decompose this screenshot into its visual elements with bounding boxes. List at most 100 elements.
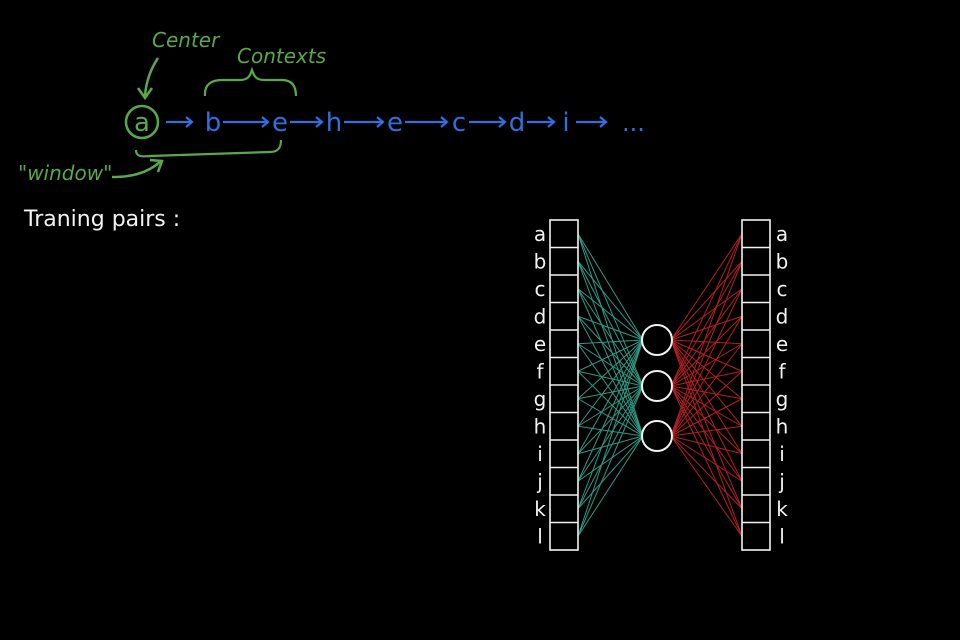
output-connection [670, 385, 743, 455]
input-connection [577, 343, 644, 387]
sequence-ellipsis: ... [622, 109, 645, 137]
output-layer-label: f [778, 359, 786, 383]
input-connection [577, 435, 644, 482]
output-connection [670, 339, 743, 427]
output-connection [670, 435, 743, 510]
output-connection [670, 288, 743, 387]
output-connection [670, 435, 743, 482]
output-connection [670, 385, 743, 537]
sequence-token: b [205, 108, 222, 138]
output-connection [670, 315, 743, 341]
window-arrow-head [149, 158, 164, 173]
sequence-arrow-head [547, 116, 556, 128]
input-connection [577, 339, 644, 482]
input-layer-label: c [535, 277, 546, 301]
output-connection [670, 385, 743, 482]
input-connection [577, 435, 644, 537]
input-connection [577, 339, 644, 400]
output-connection [670, 385, 743, 427]
sequence-token: h [326, 108, 342, 138]
training-pairs-label: Traning pairs : [23, 207, 180, 232]
input-connection [577, 425, 644, 437]
output-connection [670, 339, 743, 400]
output-layer-label: l [779, 524, 785, 548]
sequence-arrow-head [376, 116, 385, 128]
center-token: a [134, 108, 150, 138]
center-token-circle [124, 104, 160, 140]
input-hidden-connections [577, 233, 644, 537]
input-connection [577, 261, 644, 387]
window-brace [134, 139, 283, 158]
input-connection [577, 343, 644, 437]
hidden-output-connections [670, 233, 743, 537]
output-connection [670, 315, 743, 437]
output-connection [670, 315, 743, 387]
input-connection [577, 260, 644, 341]
window-label: "window" [18, 161, 112, 185]
output-layer-label: b [776, 249, 789, 273]
annotation-center: Center [136, 28, 221, 101]
contexts-label: Contexts [237, 44, 326, 68]
input-layer-label: a [534, 222, 546, 246]
input-layer-label: f [536, 359, 544, 383]
output-connection [670, 385, 743, 510]
output-layer-label: e [776, 332, 788, 356]
output-connection [670, 339, 743, 509]
output-layer-label: i [779, 442, 785, 466]
input-connection [577, 385, 644, 400]
sequence-token: e [272, 108, 288, 138]
input-layer-label: i [537, 442, 543, 466]
sequence-token: i [562, 108, 569, 138]
output-connection [670, 425, 743, 437]
input-connection [577, 288, 644, 387]
input-layer-label: h [534, 414, 547, 438]
sequence-token: c [452, 108, 466, 138]
output-layer-label: k [776, 497, 788, 521]
hidden-unit [641, 370, 673, 402]
sequence-token: e [387, 108, 403, 138]
output-connection [670, 370, 743, 437]
input-layer-label: g [534, 387, 547, 411]
annotation-contexts: Contexts [203, 44, 326, 97]
center-arrow [143, 57, 160, 97]
output-layer-label: h [776, 414, 789, 438]
sequence-token: d [509, 108, 526, 138]
window-arrow [111, 161, 161, 179]
input-connection [577, 315, 644, 387]
sequence-arrow-head [185, 116, 194, 128]
input-connection [577, 316, 644, 437]
input-connection [577, 385, 644, 455]
sequence-arrow-head [599, 116, 608, 128]
output-layer-label: d [776, 304, 789, 328]
input-connection [577, 339, 644, 345]
center-arrow-head [136, 87, 154, 101]
output-connection [670, 385, 743, 400]
sequence-arrow-head [261, 116, 270, 128]
input-connection [577, 339, 644, 454]
sequence-items: b e h e c d i... [166, 108, 645, 138]
input-layer-label: l [537, 524, 543, 548]
output-layer-label: c [777, 277, 788, 301]
input-connection [577, 288, 644, 341]
output-connection [670, 260, 743, 341]
output-connection [670, 398, 743, 437]
input-layer-label: k [534, 497, 546, 521]
input-connection [577, 385, 644, 537]
hidden-unit [641, 324, 673, 356]
output-connection [670, 339, 743, 482]
hidden-unit [641, 420, 673, 452]
sequence-arrow-head [440, 116, 449, 128]
input-connection [577, 339, 644, 427]
input-connection [577, 339, 644, 509]
output-connection [670, 343, 743, 437]
input-connection [577, 315, 644, 341]
output-connection [670, 435, 743, 537]
output-layer-label: a [776, 222, 788, 246]
input-connection [577, 385, 644, 427]
output-connection [670, 233, 743, 387]
output-connection [670, 339, 743, 372]
input-connection [577, 385, 644, 482]
